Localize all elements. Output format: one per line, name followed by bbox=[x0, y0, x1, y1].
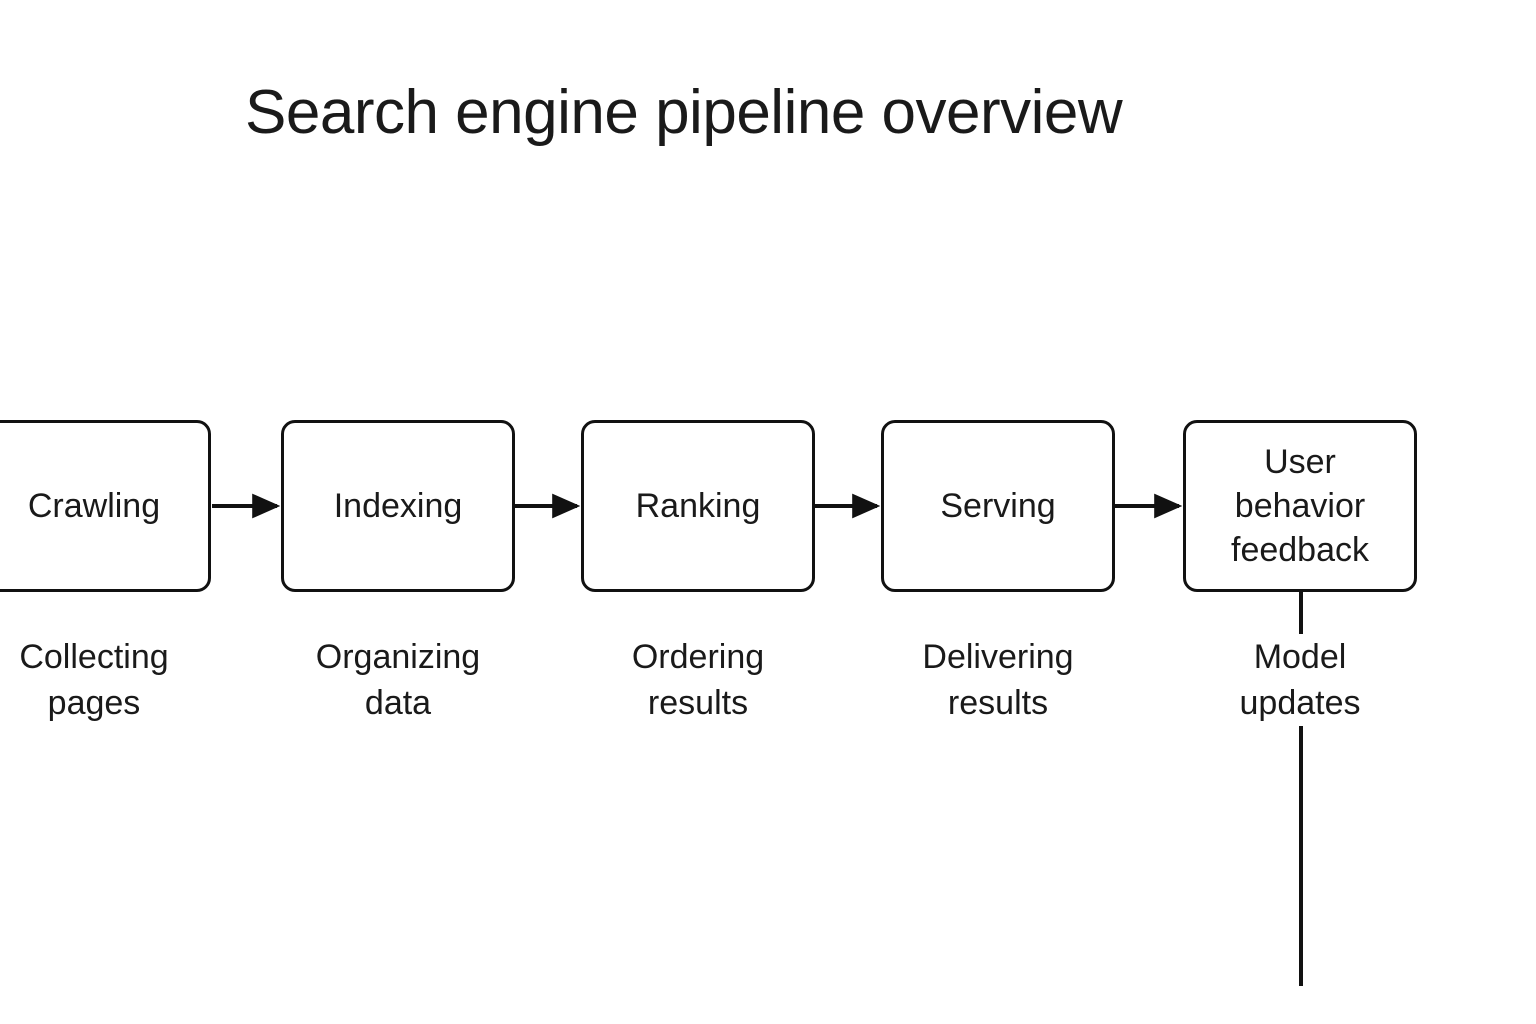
stage-label-ranking: Ranking bbox=[635, 487, 761, 525]
stage-caption-serving: Delivering results bbox=[922, 638, 1074, 722]
page-title: Search engine pipeline overview bbox=[245, 78, 1123, 147]
stage-box-serving[interactable]: Serving bbox=[881, 420, 1115, 592]
stage-label-serving: Serving bbox=[940, 487, 1056, 525]
stage-caption-indexing: Organizing data bbox=[315, 638, 481, 722]
stage-box-ranking[interactable]: Ranking bbox=[581, 420, 815, 592]
stage-label-user-behavior-feedback: User behavior feedback bbox=[1231, 443, 1369, 569]
stage-caption-ranking: Ordering results bbox=[631, 638, 765, 722]
stage-caption-user-behavior-feedback: Model updates bbox=[1183, 634, 1417, 726]
stage-box-crawling[interactable]: Crawling bbox=[0, 420, 211, 592]
stage-box-indexing[interactable]: Indexing bbox=[281, 420, 515, 592]
stage-box-user-behavior-feedback[interactable]: User behavior feedback bbox=[1183, 420, 1417, 592]
stage-caption-crawling: Collecting pages bbox=[19, 638, 169, 722]
stage-label-indexing: Indexing bbox=[333, 487, 463, 525]
stage-label-crawling: Crawling bbox=[27, 487, 161, 525]
